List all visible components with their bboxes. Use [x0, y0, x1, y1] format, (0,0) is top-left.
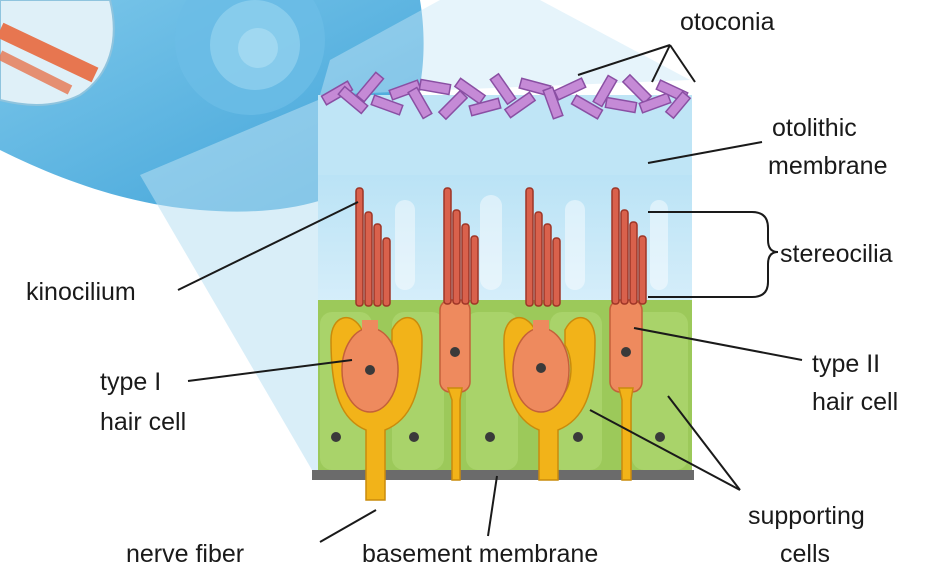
type-ii-hair-cell-label-line1: type II: [812, 350, 880, 378]
type-ii-hair-cell-label-line2: hair cell: [812, 388, 898, 416]
stereocilia-label: stereocilia: [780, 240, 893, 268]
type-i-hair-cell-label-line2: hair cell: [100, 408, 186, 436]
kinocilium-label: kinocilium: [26, 278, 136, 306]
otolithic-membrane-label-line1: otolithic: [772, 114, 857, 142]
supporting-cells-label-line1: supporting: [748, 502, 865, 530]
supporting-cells-label-line2: cells: [780, 540, 830, 568]
nerve-fiber-label: nerve fiber: [126, 540, 244, 568]
otolithic-membrane-label-line2: membrane: [768, 152, 888, 180]
basement-membrane-label: basement membrane: [362, 540, 598, 568]
type-i-hair-cell-label-line1: type I: [100, 368, 161, 396]
otoconia-label: otoconia: [680, 8, 775, 36]
